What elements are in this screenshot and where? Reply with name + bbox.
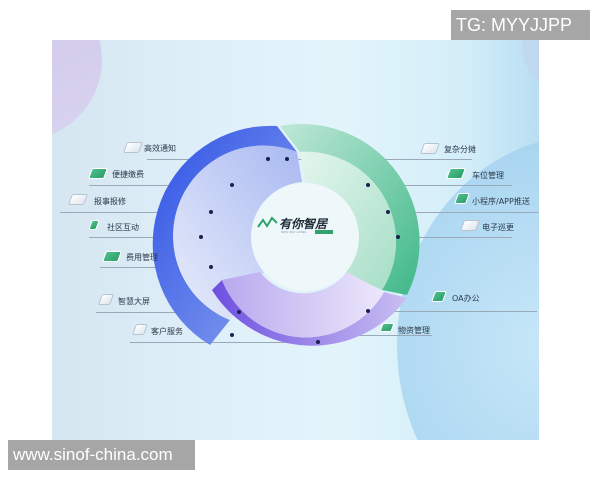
feature-label-repair: 报事报修	[94, 197, 126, 206]
diagram-panel: 有你智居 NEW WAY LIVING 高效通知 便捷缴费 报事报修 社区互动 …	[52, 40, 539, 440]
connector-dot	[366, 183, 370, 187]
watermark-top: TG: MYYJJPP	[451, 10, 590, 40]
feature-label-patrol: 电子巡更	[482, 223, 514, 232]
feature-label-oa: OA办公	[452, 294, 480, 303]
connector-line	[367, 185, 512, 186]
connector-line	[96, 312, 241, 313]
feature-label-app-push: 小程序/APP推送	[472, 197, 530, 206]
connector-dot	[230, 183, 234, 187]
connector-dot	[366, 309, 370, 313]
logo-title: 有你智居	[279, 217, 328, 231]
connector-dot	[386, 210, 390, 214]
connector-line	[367, 311, 537, 312]
connector-line	[60, 212, 215, 213]
feature-label-parking: 车位管理	[472, 171, 504, 180]
connector-line	[292, 335, 432, 336]
feature-label-materials: 物资管理	[398, 326, 430, 335]
connector-line	[397, 237, 512, 238]
connector-dot	[266, 157, 270, 161]
logo-mark-icon	[257, 216, 278, 228]
feature-label-service: 客户服务	[151, 327, 183, 336]
feature-label-payment: 便捷缴费	[112, 170, 144, 179]
connector-dot	[316, 340, 320, 344]
connector-dot	[209, 210, 213, 214]
feature-label-notification: 高效通知	[144, 144, 176, 153]
feature-label-fee: 费用管理	[126, 253, 158, 262]
connector-dot	[396, 235, 400, 239]
connector-dot	[199, 235, 203, 239]
brand-logo: 有你智居 NEW WAY LIVING	[257, 215, 333, 234]
service-ring-diagram	[152, 124, 420, 346]
connector-dot	[209, 265, 213, 269]
connector-line	[89, 237, 204, 238]
feature-label-community: 社区互动	[107, 223, 139, 232]
connector-line	[387, 212, 539, 213]
logo-subtitle: NEW WAY LIVING	[281, 230, 307, 234]
feature-label-allocation: 复杂分摊	[444, 145, 476, 154]
watermark-bottom: www.sinof-china.com	[8, 440, 195, 470]
connector-dot	[230, 333, 234, 337]
connector-dot	[285, 157, 289, 161]
feature-label-screen: 智慧大屏	[118, 297, 150, 306]
logo-badge	[315, 230, 333, 234]
connector-line	[130, 342, 320, 343]
connector-dot	[237, 310, 241, 314]
connector-line	[89, 185, 234, 186]
